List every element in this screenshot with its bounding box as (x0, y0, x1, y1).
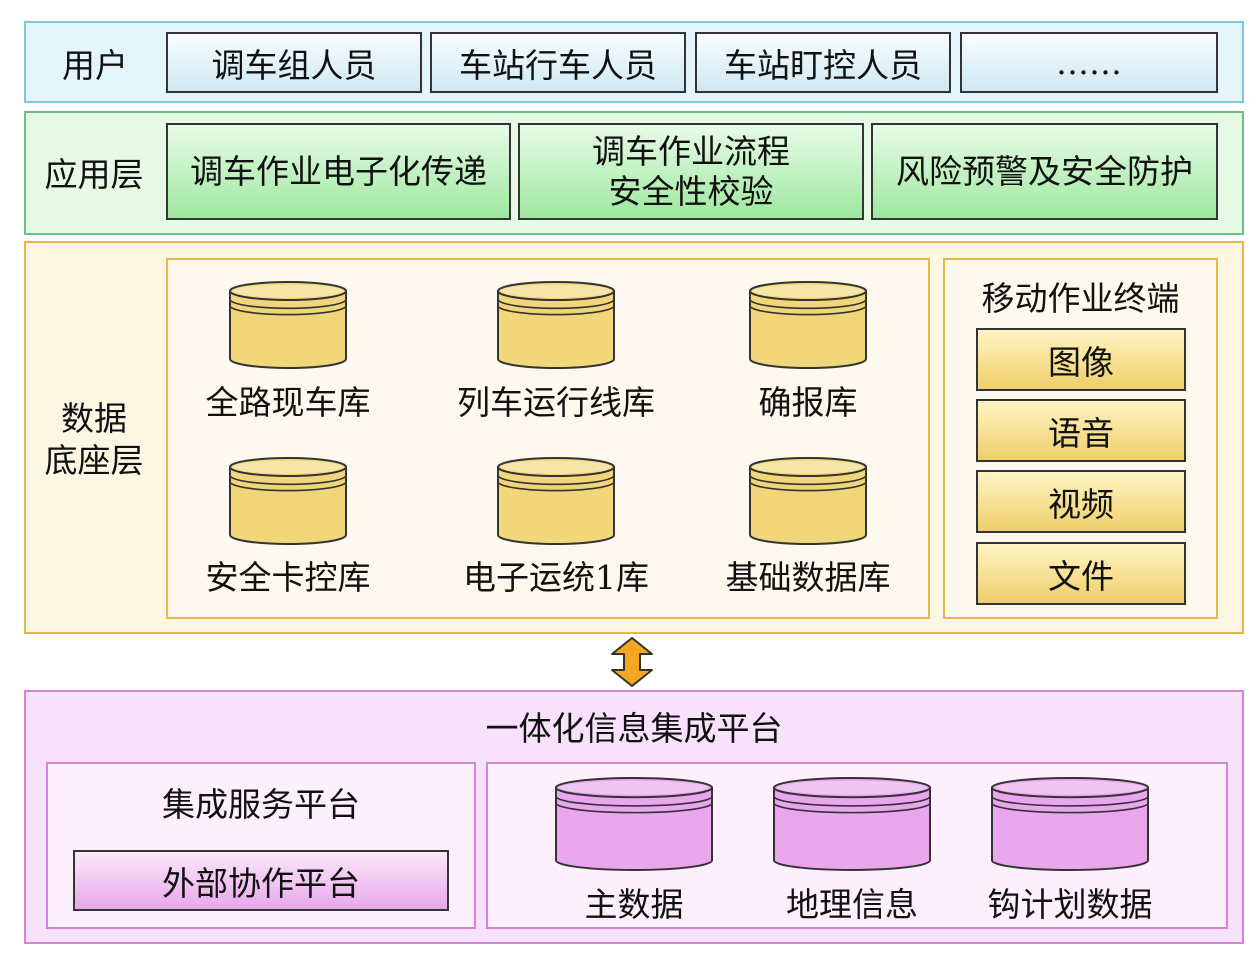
data-layer-title-line1: 数据 (61, 399, 127, 438)
db-label-train-paths: 列车运行线库 (457, 383, 655, 422)
db-cylinder-icon (497, 457, 615, 545)
application-layer-title: 应用层 (44, 154, 144, 194)
db-label-confirmed-reports: 确报库 (758, 383, 858, 422)
db-cylinder-icon (749, 281, 867, 369)
db-label-hook-plan-data: 钩计划数据 (987, 885, 1153, 924)
app-electronic-transfer: 调车作业电子化传递 (166, 123, 511, 220)
db-cylinder-icon (229, 457, 347, 545)
app-safety-check-line2: 安全性校验 (608, 171, 774, 211)
db-cylinder-icon (773, 777, 931, 871)
db-cylinder-icon (497, 281, 615, 369)
data-layer-title: 数据 底座层 (36, 390, 152, 490)
user-more: …… (960, 32, 1218, 93)
mobile-item-video: 视频 (976, 470, 1186, 533)
db-label-base-data: 基础数据库 (725, 558, 891, 597)
data-layer-title-line2: 底座层 (44, 441, 144, 480)
db-cylinder-icon (991, 777, 1149, 871)
db-cylinder-icon (749, 457, 867, 545)
app-electronic-transfer-label: 调车作业电子化传递 (190, 151, 487, 191)
user-station-monitoring-staff: 车站盯控人员 (695, 32, 951, 93)
db-cylinder-icon (555, 777, 713, 871)
db-label-safety-control: 安全卡控库 (205, 558, 371, 597)
app-risk-warning-label: 风险预警及安全防护 (896, 151, 1193, 191)
integration-platform-title: 一体化信息集成平台 (485, 709, 783, 748)
external-collaboration-platform: 外部协作平台 (73, 850, 449, 911)
app-safety-check: 调车作业流程 安全性校验 (518, 123, 864, 220)
mobile-item-file: 文件 (976, 542, 1186, 605)
db-label-geographic-info: 地理信息 (786, 885, 918, 924)
mobile-item-image: 图像 (976, 328, 1186, 391)
db-label-electronic-dispatch: 电子运统1库 (463, 558, 649, 597)
app-safety-check-line1: 调车作业流程 (592, 131, 790, 171)
bidirectional-arrow-icon (611, 637, 653, 687)
db-label-master-data: 主数据 (584, 885, 684, 924)
service-platform-title: 集成服务平台 (162, 785, 360, 824)
mobile-terminal-title: 移动作业终端 (981, 279, 1180, 318)
db-label-national-cars: 全路现车库 (205, 383, 371, 422)
user-station-operations-staff: 车站行车人员 (430, 32, 686, 93)
mobile-item-voice: 语音 (976, 399, 1186, 462)
user-layer-title: 用户 (62, 45, 128, 85)
db-cylinder-icon (229, 281, 347, 369)
app-risk-warning: 风险预警及安全防护 (871, 123, 1218, 220)
user-shunting-crew: 调车组人员 (166, 32, 422, 93)
